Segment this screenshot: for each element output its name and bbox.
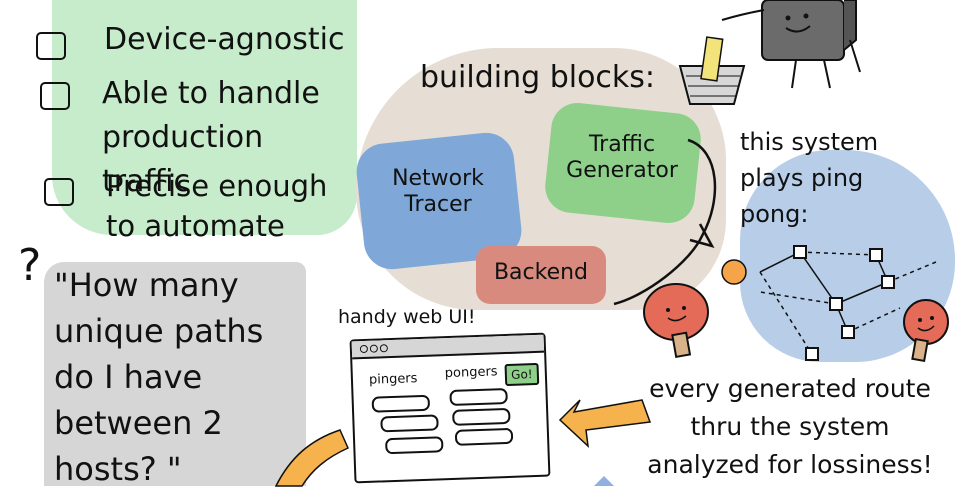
traffic-generator-label: Traffic Generator [566,132,678,183]
backend-label: Backend [493,260,589,285]
question-text: "How many unique paths do I have between… [54,266,264,488]
checkbox-production-traffic[interactable] [40,82,70,110]
requirement-2: Able to handle production traffic [102,76,320,199]
question-panel [44,262,306,486]
web-ui-caption: handy web UI! [338,306,476,328]
requirement-3: Precise enough to automate [106,169,328,243]
checkbox-precise-automate[interactable] [44,178,74,206]
checkbox-device-agnostic[interactable] [36,32,66,60]
network-tracer-label: Network Tracer [392,166,484,217]
ping-pong-caption: this system plays ping pong: [740,128,879,228]
requirements-panel [52,0,357,235]
analysis-caption: every generated route thru the system an… [647,374,933,479]
requirement-1: Device-agnostic [104,22,345,57]
building-blocks-title: building blocks: [420,60,656,95]
question-mark: ? [18,240,42,291]
backend-block [476,246,606,304]
